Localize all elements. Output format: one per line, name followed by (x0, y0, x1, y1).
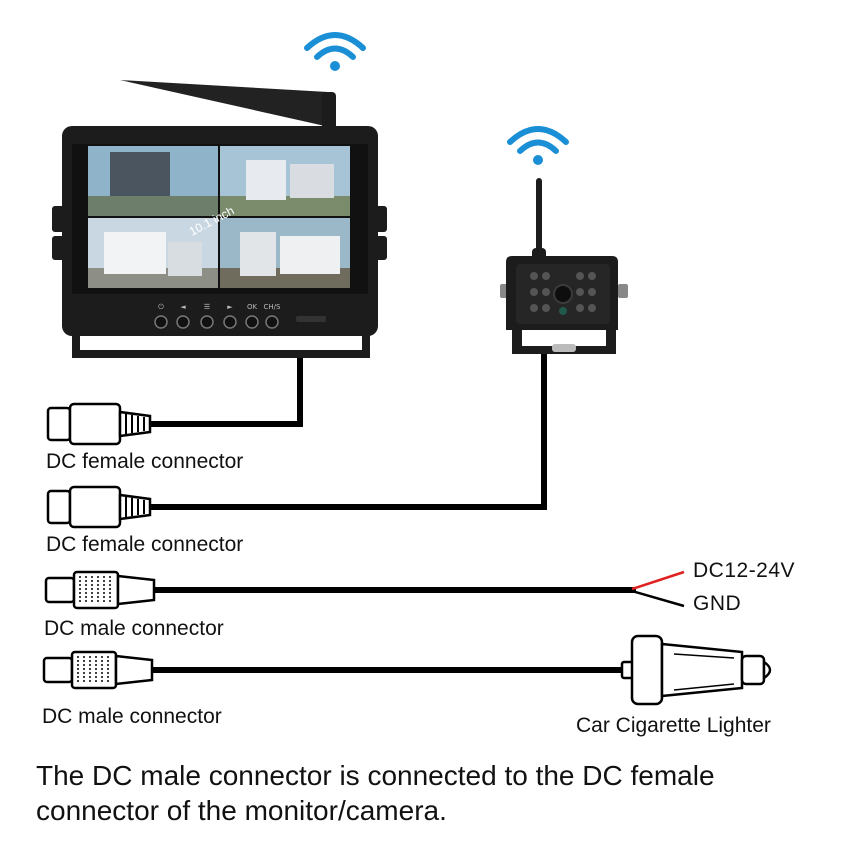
monitor-bracket (72, 334, 370, 358)
right-button (223, 315, 237, 329)
button-label: CH/S (264, 303, 282, 311)
screen (88, 146, 350, 288)
dc-male-connector (42, 650, 154, 690)
cigarette-lighter-plug (620, 634, 772, 706)
channel-button (265, 315, 279, 329)
dc-female-connector (46, 402, 152, 446)
power-leads (631, 570, 685, 608)
button-label: ► (227, 303, 233, 311)
power-button (154, 315, 168, 329)
red-wire (631, 570, 685, 591)
dc-female-connector-label: DC female connector (46, 533, 244, 556)
monitor-antenna (120, 80, 336, 130)
wifi-icon (304, 32, 366, 71)
camera (500, 178, 628, 354)
dc-female-connector-label: DC female connector (46, 450, 244, 473)
caption-line: The DC male connector is connected to th… (36, 760, 715, 791)
dc-male-connector (44, 570, 156, 610)
wifi-icon (507, 126, 569, 165)
monitor: 10.1 inch ⏻ ◄ ☰ ► OK CH/S (52, 126, 387, 358)
cigarette-lighter-label: Car Cigarette Lighter (576, 714, 771, 737)
ir-leds (530, 272, 596, 312)
caption: The DC male connector is connected to th… (36, 758, 816, 828)
cables (150, 354, 636, 673)
caption-line: connector of the monitor/camera. (36, 795, 447, 826)
menu-button (200, 315, 214, 329)
ground-wire-label: GND (693, 592, 742, 615)
button-label: OK (247, 303, 258, 311)
camera-lens (553, 284, 573, 304)
camera-cable (150, 354, 547, 510)
dc-female-connector (46, 485, 152, 529)
monitor-cable (150, 358, 303, 427)
positive-wire-label: DC12-24V (693, 559, 796, 582)
dc-male-connector-label: DC male connector (44, 617, 224, 640)
button-label: ☰ (204, 303, 210, 311)
monitor-buttons: ⏻ ◄ ☰ ► OK CH/S (154, 303, 326, 329)
dc-male-connector-label: DC male connector (42, 705, 222, 728)
left-button (176, 315, 190, 329)
button-label: ◄ (180, 303, 186, 311)
ok-button (245, 315, 259, 329)
black-wire (631, 589, 685, 608)
button-label: ⏻ (158, 303, 164, 311)
camera-bracket (512, 330, 616, 354)
